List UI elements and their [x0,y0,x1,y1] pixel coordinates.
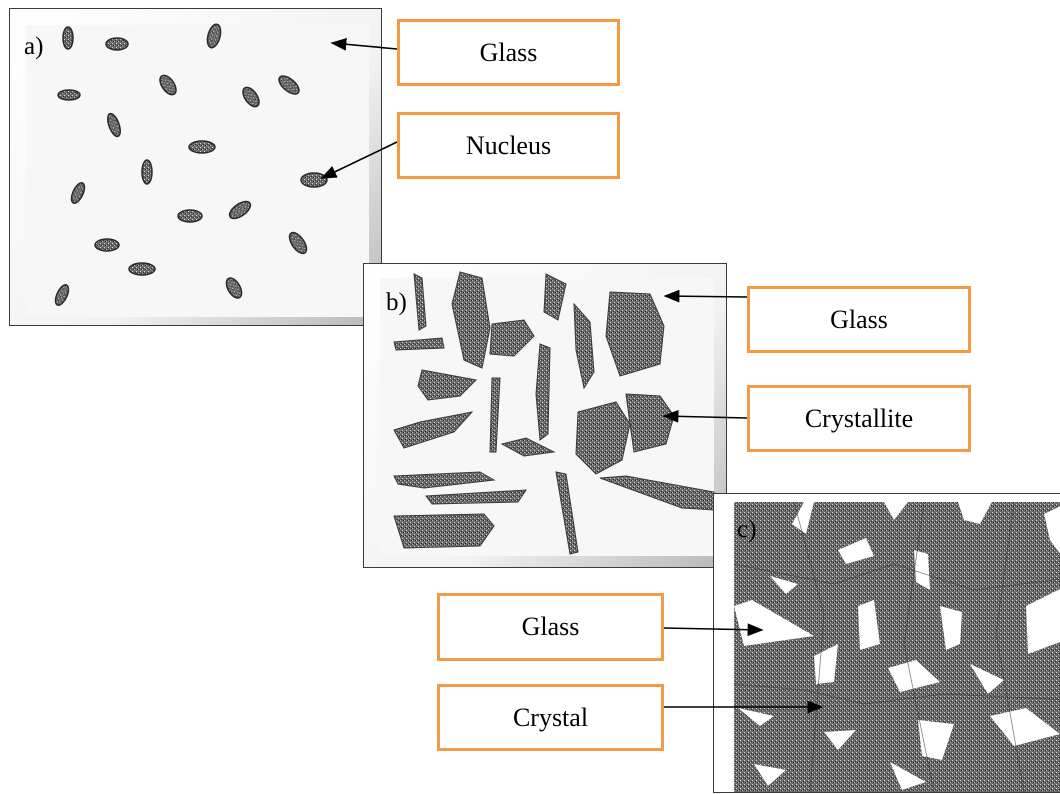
panel-c-crystallized: c) [713,493,1060,793]
callout-crystal: Crystal [437,684,664,751]
panel-b-crystallization: b) [363,263,727,568]
nucleus [95,239,119,251]
nucleus [142,160,152,184]
crystallite [394,514,494,548]
nucleus [63,27,73,49]
panel-b-label: b) [386,289,407,317]
callout-crystallite: Crystallite [747,385,971,452]
panel-a-micrograph [10,9,383,327]
callout-glass-c: Glass [437,593,664,661]
nucleus [178,210,202,222]
nucleus [129,263,155,275]
nucleus [58,90,80,100]
panel-c-micrograph [714,494,1060,794]
nucleus [189,141,215,153]
callout-nucleus: Nucleus [397,112,620,179]
callout-glass-b: Glass [747,286,971,353]
panel-b-micrograph [364,264,728,569]
callout-glass-a: Glass [397,19,620,86]
nucleus [106,38,128,50]
panel-c-label: c) [737,516,756,544]
panel-a-nucleation: a) [9,8,382,326]
panel-a-label: a) [24,33,43,61]
nucleus [301,173,327,187]
